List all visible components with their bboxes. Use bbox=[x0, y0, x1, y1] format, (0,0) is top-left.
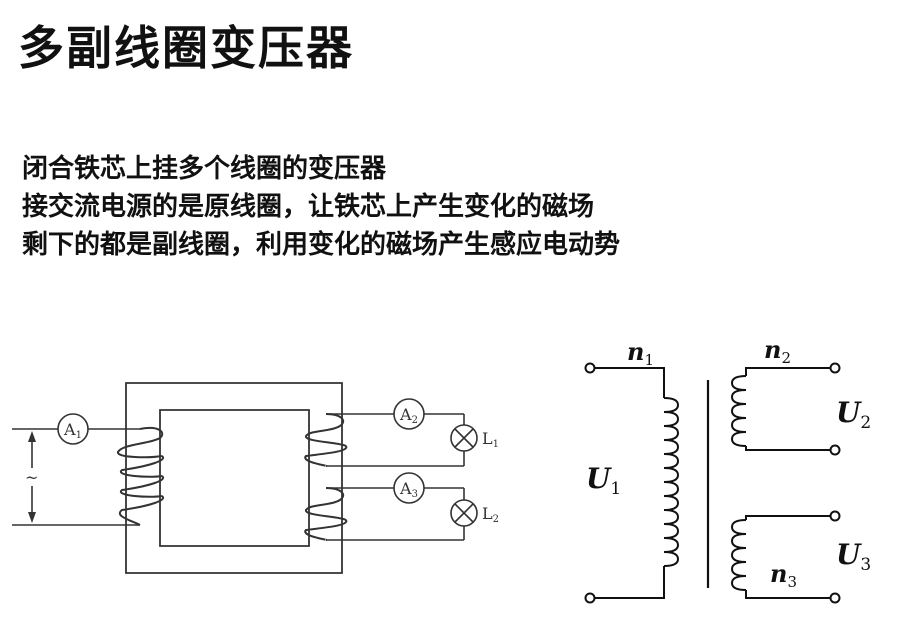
secondary-3-lead-bottom bbox=[745, 590, 830, 599]
label-n1: n1 bbox=[627, 337, 654, 369]
terminal-u1-top bbox=[584, 362, 596, 374]
primary-lead-bottom bbox=[595, 566, 665, 599]
label-n3: n3 bbox=[770, 559, 797, 591]
label-u3: U3 bbox=[836, 538, 871, 575]
iron-core bbox=[125, 382, 343, 574]
secondary-2-winding bbox=[730, 375, 747, 447]
secondary-coil-2 bbox=[304, 413, 348, 467]
ammeter-2 bbox=[393, 398, 425, 430]
label-u2: U2 bbox=[836, 396, 871, 433]
description-line-1: 闭合铁芯上挂多个线圈的变压器 bbox=[22, 154, 387, 184]
terminal-u3-top bbox=[829, 510, 841, 522]
lamp-2 bbox=[450, 499, 478, 527]
lamp-1-label: L1 bbox=[482, 429, 499, 450]
ammeter-3-label: A3 bbox=[399, 479, 418, 500]
description-list: 闭合铁芯上挂多个线圈的变压器 接交流电源的是原线圈，让铁芯上产生变化的磁场 剩下… bbox=[22, 150, 620, 264]
ammeter-1-label: A1 bbox=[63, 420, 82, 441]
ammeter-1 bbox=[57, 413, 89, 445]
description-line-2: 接交流电源的是原线圈，让铁芯上产生变化的磁场 bbox=[22, 192, 595, 222]
description-line-3: 剩下的都是副线圈，利用变化的磁场产生感应电动势 bbox=[22, 230, 621, 260]
terminal-u3-bottom bbox=[829, 592, 841, 604]
secondary-2-lead-top bbox=[745, 367, 830, 376]
lamp-1 bbox=[450, 424, 478, 452]
voltage-arrow-head-down bbox=[28, 512, 36, 523]
terminal-u2-bottom bbox=[829, 444, 841, 456]
terminal-u1-bottom bbox=[584, 592, 596, 604]
primary-winding bbox=[663, 397, 680, 567]
secondary-2-lead-bottom bbox=[745, 446, 830, 451]
primary-coil bbox=[116, 427, 165, 526]
terminal-u2-top bbox=[829, 362, 841, 374]
label-n2: n2 bbox=[764, 335, 791, 367]
secondary-3-lead-top bbox=[745, 515, 830, 520]
secondary-coil-3 bbox=[304, 487, 348, 541]
ac-symbol: ~ bbox=[25, 468, 38, 487]
transformer-circuit bbox=[12, 382, 478, 574]
voltage-arrow-head-up bbox=[28, 431, 36, 442]
label-u1: U1 bbox=[586, 462, 621, 499]
lamp-2-label: L2 bbox=[482, 504, 499, 525]
secondary-3-winding bbox=[730, 519, 747, 591]
page-title: 多副线圈变压器 bbox=[18, 21, 354, 75]
ammeter-3 bbox=[393, 472, 425, 504]
transformer-schematic bbox=[584, 362, 841, 604]
primary-lead-top bbox=[595, 367, 665, 398]
ammeter-2-label: A2 bbox=[399, 405, 418, 426]
